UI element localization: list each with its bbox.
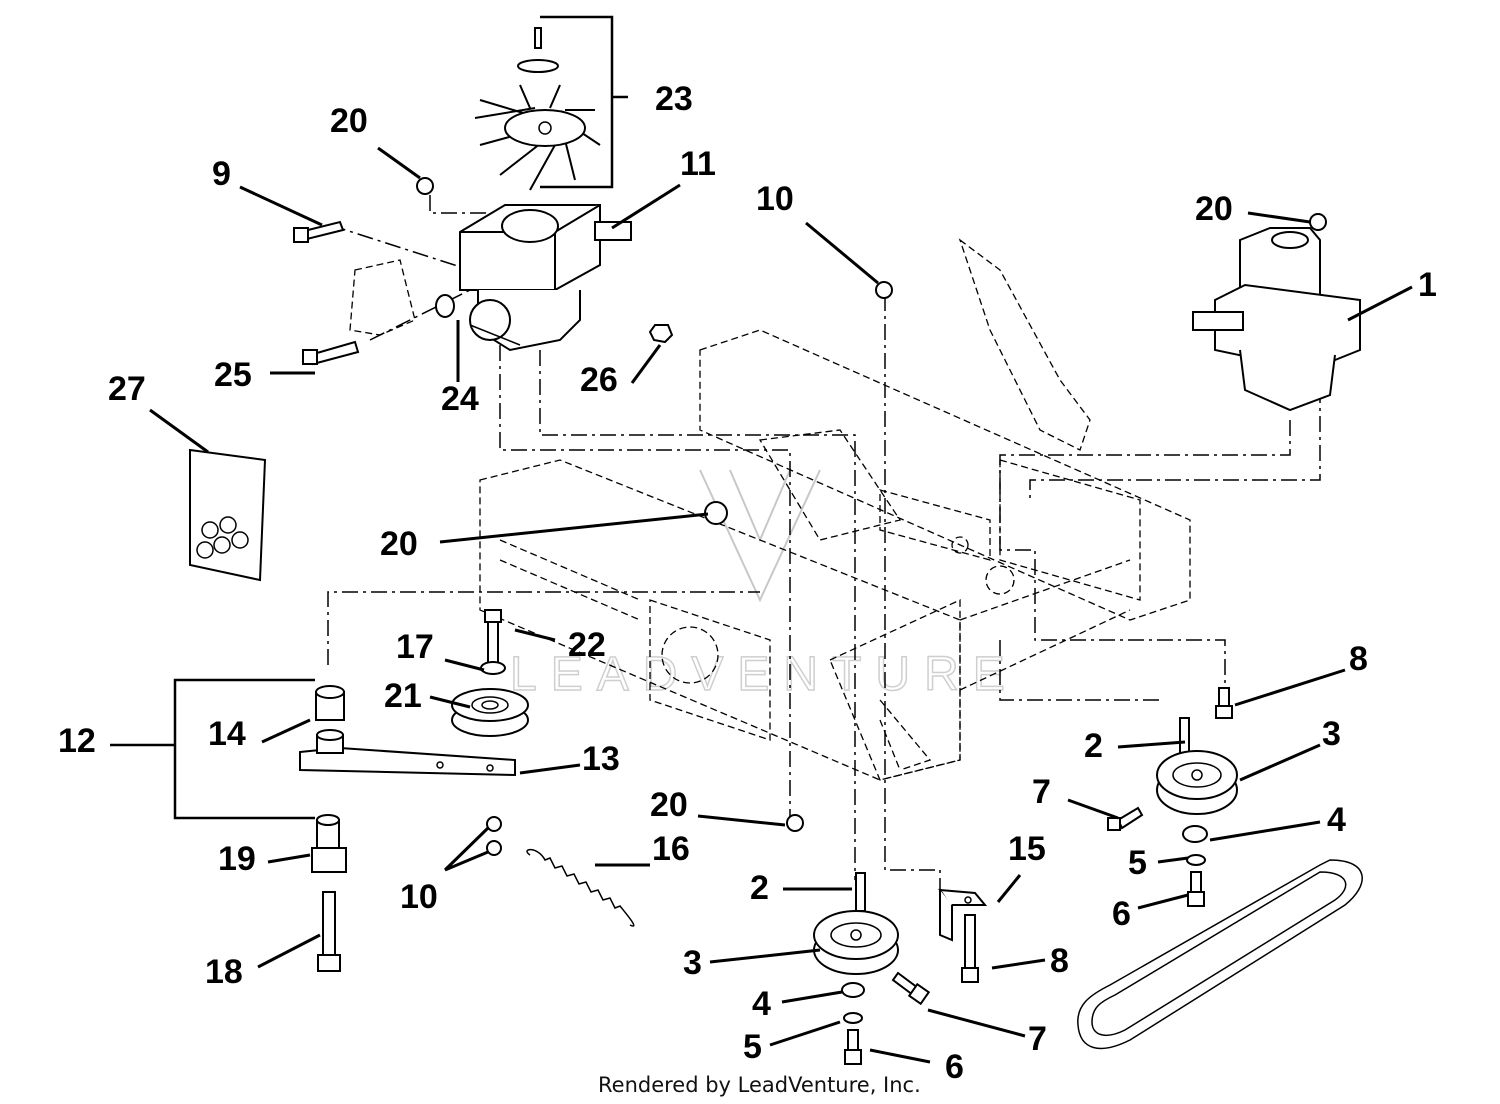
decal-sheet — [189, 448, 267, 582]
leader-lines — [149, 146, 1413, 1064]
callout-12: 12 — [58, 722, 96, 760]
callout-8: 8 — [1349, 640, 1368, 678]
callout-23: 23 — [655, 80, 693, 118]
washer-5-upper — [1186, 854, 1206, 866]
callout-7: 7 — [1028, 1020, 1047, 1058]
callout-20: 20 — [1195, 190, 1233, 228]
footer-credit: Rendered by LeadVenture, Inc. — [598, 1073, 921, 1097]
callout-25: 25 — [214, 356, 252, 394]
callout-9: 9 — [212, 155, 231, 193]
drive-pulley-3-upper — [1156, 750, 1238, 815]
callout-3: 3 — [683, 944, 702, 982]
nut-26 — [648, 324, 674, 344]
callout-8: 8 — [1050, 942, 1069, 980]
callout-15: 15 — [1008, 830, 1046, 868]
washer-5-lower — [843, 1012, 863, 1024]
chassis-frame — [479, 238, 1191, 781]
spring-16 — [526, 848, 635, 927]
idler-arm-13 — [299, 729, 516, 777]
bolt-8-upper — [1215, 687, 1233, 719]
callout-17: 17 — [396, 628, 434, 666]
spacer-4-lower — [841, 982, 865, 998]
callout-4: 4 — [752, 985, 771, 1023]
callout-4: 4 — [1327, 801, 1346, 839]
bracket-15 — [938, 888, 988, 942]
set-screw-7-upper — [1107, 806, 1144, 831]
idler-pulley-21 — [451, 688, 529, 737]
watermark-text: LEADVENTURE — [510, 648, 1019, 701]
callout-21: 21 — [384, 677, 422, 715]
callout-20: 20 — [650, 786, 688, 824]
callout-20: 20 — [330, 102, 368, 140]
bolt-22 — [484, 609, 502, 668]
callout-24: 24 — [441, 380, 479, 418]
nuts-10 — [486, 281, 893, 856]
callout-16: 16 — [652, 830, 690, 868]
callout-20: 20 — [380, 525, 418, 563]
bushing-14 — [315, 685, 345, 721]
callout-13: 13 — [582, 740, 620, 778]
callout-6: 6 — [945, 1048, 964, 1086]
callout-11: 11 — [680, 145, 716, 183]
callout-2: 2 — [750, 869, 769, 907]
drive-belt — [1077, 859, 1363, 1050]
callout-10: 10 — [400, 878, 438, 916]
transaxle-left — [435, 204, 632, 352]
callout-6: 6 — [1112, 895, 1131, 933]
fan-assembly — [474, 15, 628, 191]
bolt-6-lower — [844, 1029, 862, 1065]
bracket-25 — [302, 259, 416, 366]
callout-27: 27 — [108, 370, 146, 408]
callout-22: 22 — [568, 626, 606, 664]
callout-5: 5 — [743, 1028, 762, 1066]
belt-routing-lines — [327, 195, 1321, 900]
drive-pulley-3-lower — [813, 910, 899, 975]
bolt-8-lower — [961, 914, 979, 983]
bolt-6-upper — [1187, 871, 1205, 907]
set-screw-7-lower — [891, 971, 931, 1006]
callout-7: 7 — [1032, 773, 1051, 811]
callout-1: 1 — [1418, 266, 1437, 304]
callout-26: 26 — [580, 361, 618, 399]
spacer-4-upper — [1182, 825, 1208, 843]
callout-10: 10 — [756, 180, 794, 218]
bolt-9 — [293, 220, 345, 243]
transaxle-right — [1192, 227, 1361, 412]
washer-17 — [480, 661, 506, 675]
bolt-18 — [317, 891, 341, 972]
callout-19: 19 — [218, 840, 256, 878]
callout-5: 5 — [1128, 844, 1147, 882]
callout-2: 2 — [1084, 727, 1103, 765]
nuts-20 — [416, 177, 1327, 832]
callout-3: 3 — [1322, 715, 1341, 753]
watermark-logo: LEADVENTURE — [509, 469, 1019, 702]
bushing-19 — [311, 814, 347, 873]
callout-14: 14 — [208, 715, 246, 753]
callout-labels: 1 2 2 3 3 4 4 5 5 6 6 7 7 8 8 9 10 10 10… — [58, 80, 1437, 1086]
callout-18: 18 — [205, 953, 243, 991]
group-bracket-12 — [110, 678, 315, 820]
